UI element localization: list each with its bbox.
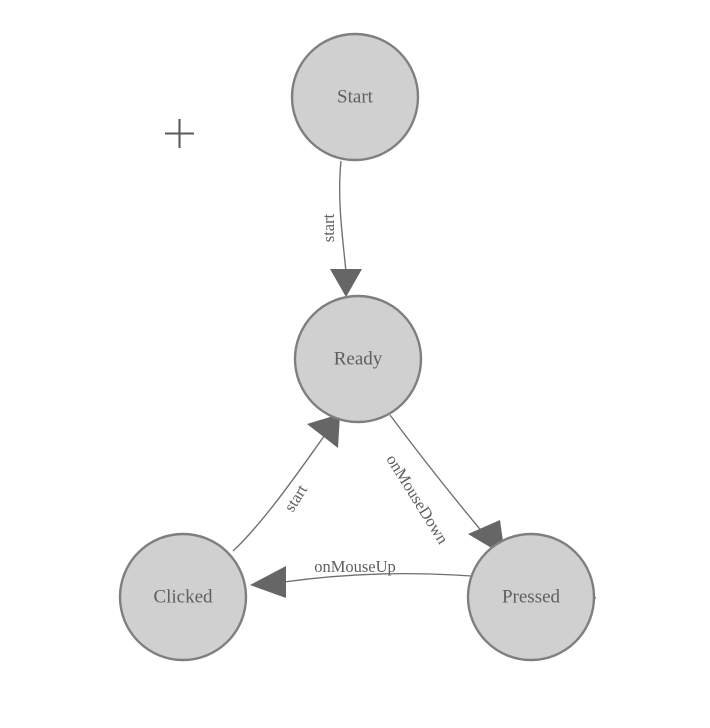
arrow-head-icon xyxy=(250,566,286,598)
node-start-circle[interactable] xyxy=(290,32,420,162)
edge-label-clicked-to-ready: start xyxy=(280,481,311,516)
edge-start-to-ready[interactable]: start xyxy=(319,160,362,297)
edge-label-pressed-to-clicked: onMouseUp xyxy=(314,557,396,576)
node-ready-circle[interactable] xyxy=(293,294,423,424)
node-ready-label: Ready xyxy=(334,348,383,369)
edge-path xyxy=(232,431,328,552)
node-clicked-circle[interactable] xyxy=(118,532,248,662)
edge-clicked-to-ready[interactable]: start xyxy=(232,414,340,552)
edge-label-ready-to-pressed: onMouseDown xyxy=(382,451,452,547)
edge-path xyxy=(339,160,347,273)
node-ready[interactable]: Ready xyxy=(293,294,423,424)
node-clicked-label: Clicked xyxy=(153,586,213,607)
node-start-label: Start xyxy=(337,86,374,107)
edge-label-start-to-ready: start xyxy=(319,213,338,242)
plus-marker xyxy=(165,119,194,148)
node-pressed-label: Pressed xyxy=(502,586,561,607)
arrow-head-icon xyxy=(330,269,362,297)
node-pressed-circle[interactable] xyxy=(466,532,596,662)
node-start[interactable]: Start xyxy=(290,32,420,162)
edge-ready-to-pressed[interactable]: onMouseDown xyxy=(382,414,505,556)
arrow-head-icon xyxy=(307,414,340,448)
node-pressed[interactable]: Pressed xyxy=(466,532,596,662)
node-clicked[interactable]: Clicked xyxy=(118,532,248,662)
